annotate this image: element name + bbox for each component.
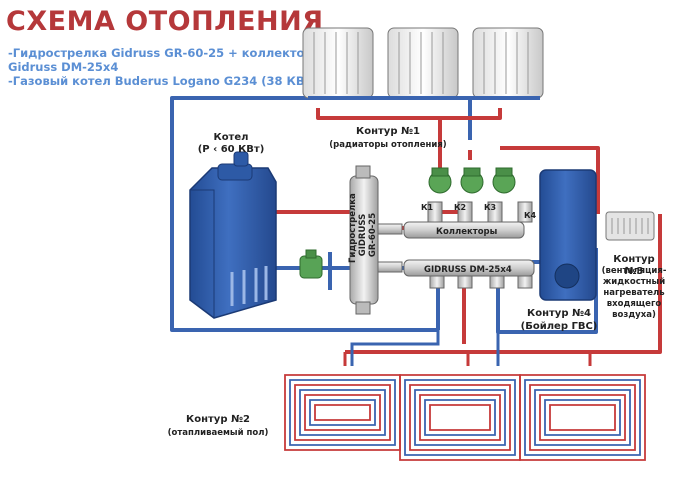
- floor-loop-2: [399, 374, 521, 461]
- k1-label: К1: [421, 203, 434, 212]
- floor-loop-3: [519, 374, 646, 461]
- k2-label: К2: [454, 203, 466, 212]
- radiators: [302, 27, 544, 99]
- floor-heating-loops: [284, 374, 646, 461]
- radiator-1: [302, 27, 374, 99]
- pipe-loop-red-to-floor: [343, 352, 592, 366]
- subtitle-line-collectors: Gidruss DM-25x4: [8, 60, 119, 74]
- air-heater: [605, 211, 655, 241]
- hydraulic-separator: [349, 165, 403, 315]
- dm-manifold: [403, 259, 535, 289]
- circuit4-title: Контур №4: [527, 308, 591, 319]
- dhw-tank: [539, 169, 597, 301]
- circulation-pumps: [428, 167, 516, 194]
- pump-k1: [428, 167, 452, 194]
- pump-k2: [460, 167, 484, 194]
- radiator-2: [387, 27, 459, 99]
- collectors-label: Коллекторы: [436, 227, 497, 237]
- hydro-separator-label: Гидрострелка GIDRUSS GR-60-25: [348, 193, 378, 263]
- collector-bar: [403, 201, 533, 239]
- circuit1-subtitle: (радиаторы отопления): [329, 140, 447, 150]
- boiler-pump-valve: [299, 249, 323, 279]
- floor-loop-1: [284, 374, 401, 451]
- page-title: СХЕМА ОТОПЛЕНИЯ: [6, 6, 324, 37]
- subtitle-line-boiler: -Газовый котел Buderus Logano G234 (38 К…: [8, 74, 317, 88]
- supply-pipes: [272, 108, 662, 354]
- circuit3-title: Контур №3: [613, 254, 655, 277]
- circuit3-subtitle: (вентиляция- жидкостный нагреватель вход…: [601, 266, 667, 320]
- subtitle-line-hydro: -Гидрострелка Gidruss GR-60-25 + коллект…: [8, 46, 324, 60]
- subtitle-block: -Гидрострелка Gidruss GR-60-25 + коллект…: [8, 46, 323, 88]
- k3-label: К3: [484, 203, 496, 212]
- circuit2-title: Контур №2: [186, 414, 250, 425]
- circuit2-subtitle: (отапливаемый пол): [167, 428, 269, 438]
- dm-manifold-label: GIDRUSS DM-25x4: [424, 265, 512, 275]
- circuit4-subtitle: (Бойлер ГВС): [520, 321, 598, 332]
- k4-label: К4: [524, 211, 537, 220]
- boiler-label: Котел (P ‹ 60 КВт): [197, 132, 265, 155]
- circuit1-title: Контур №1: [356, 126, 420, 137]
- boiler: [189, 151, 277, 319]
- pump-k3: [492, 167, 516, 194]
- radiator-3: [472, 27, 544, 99]
